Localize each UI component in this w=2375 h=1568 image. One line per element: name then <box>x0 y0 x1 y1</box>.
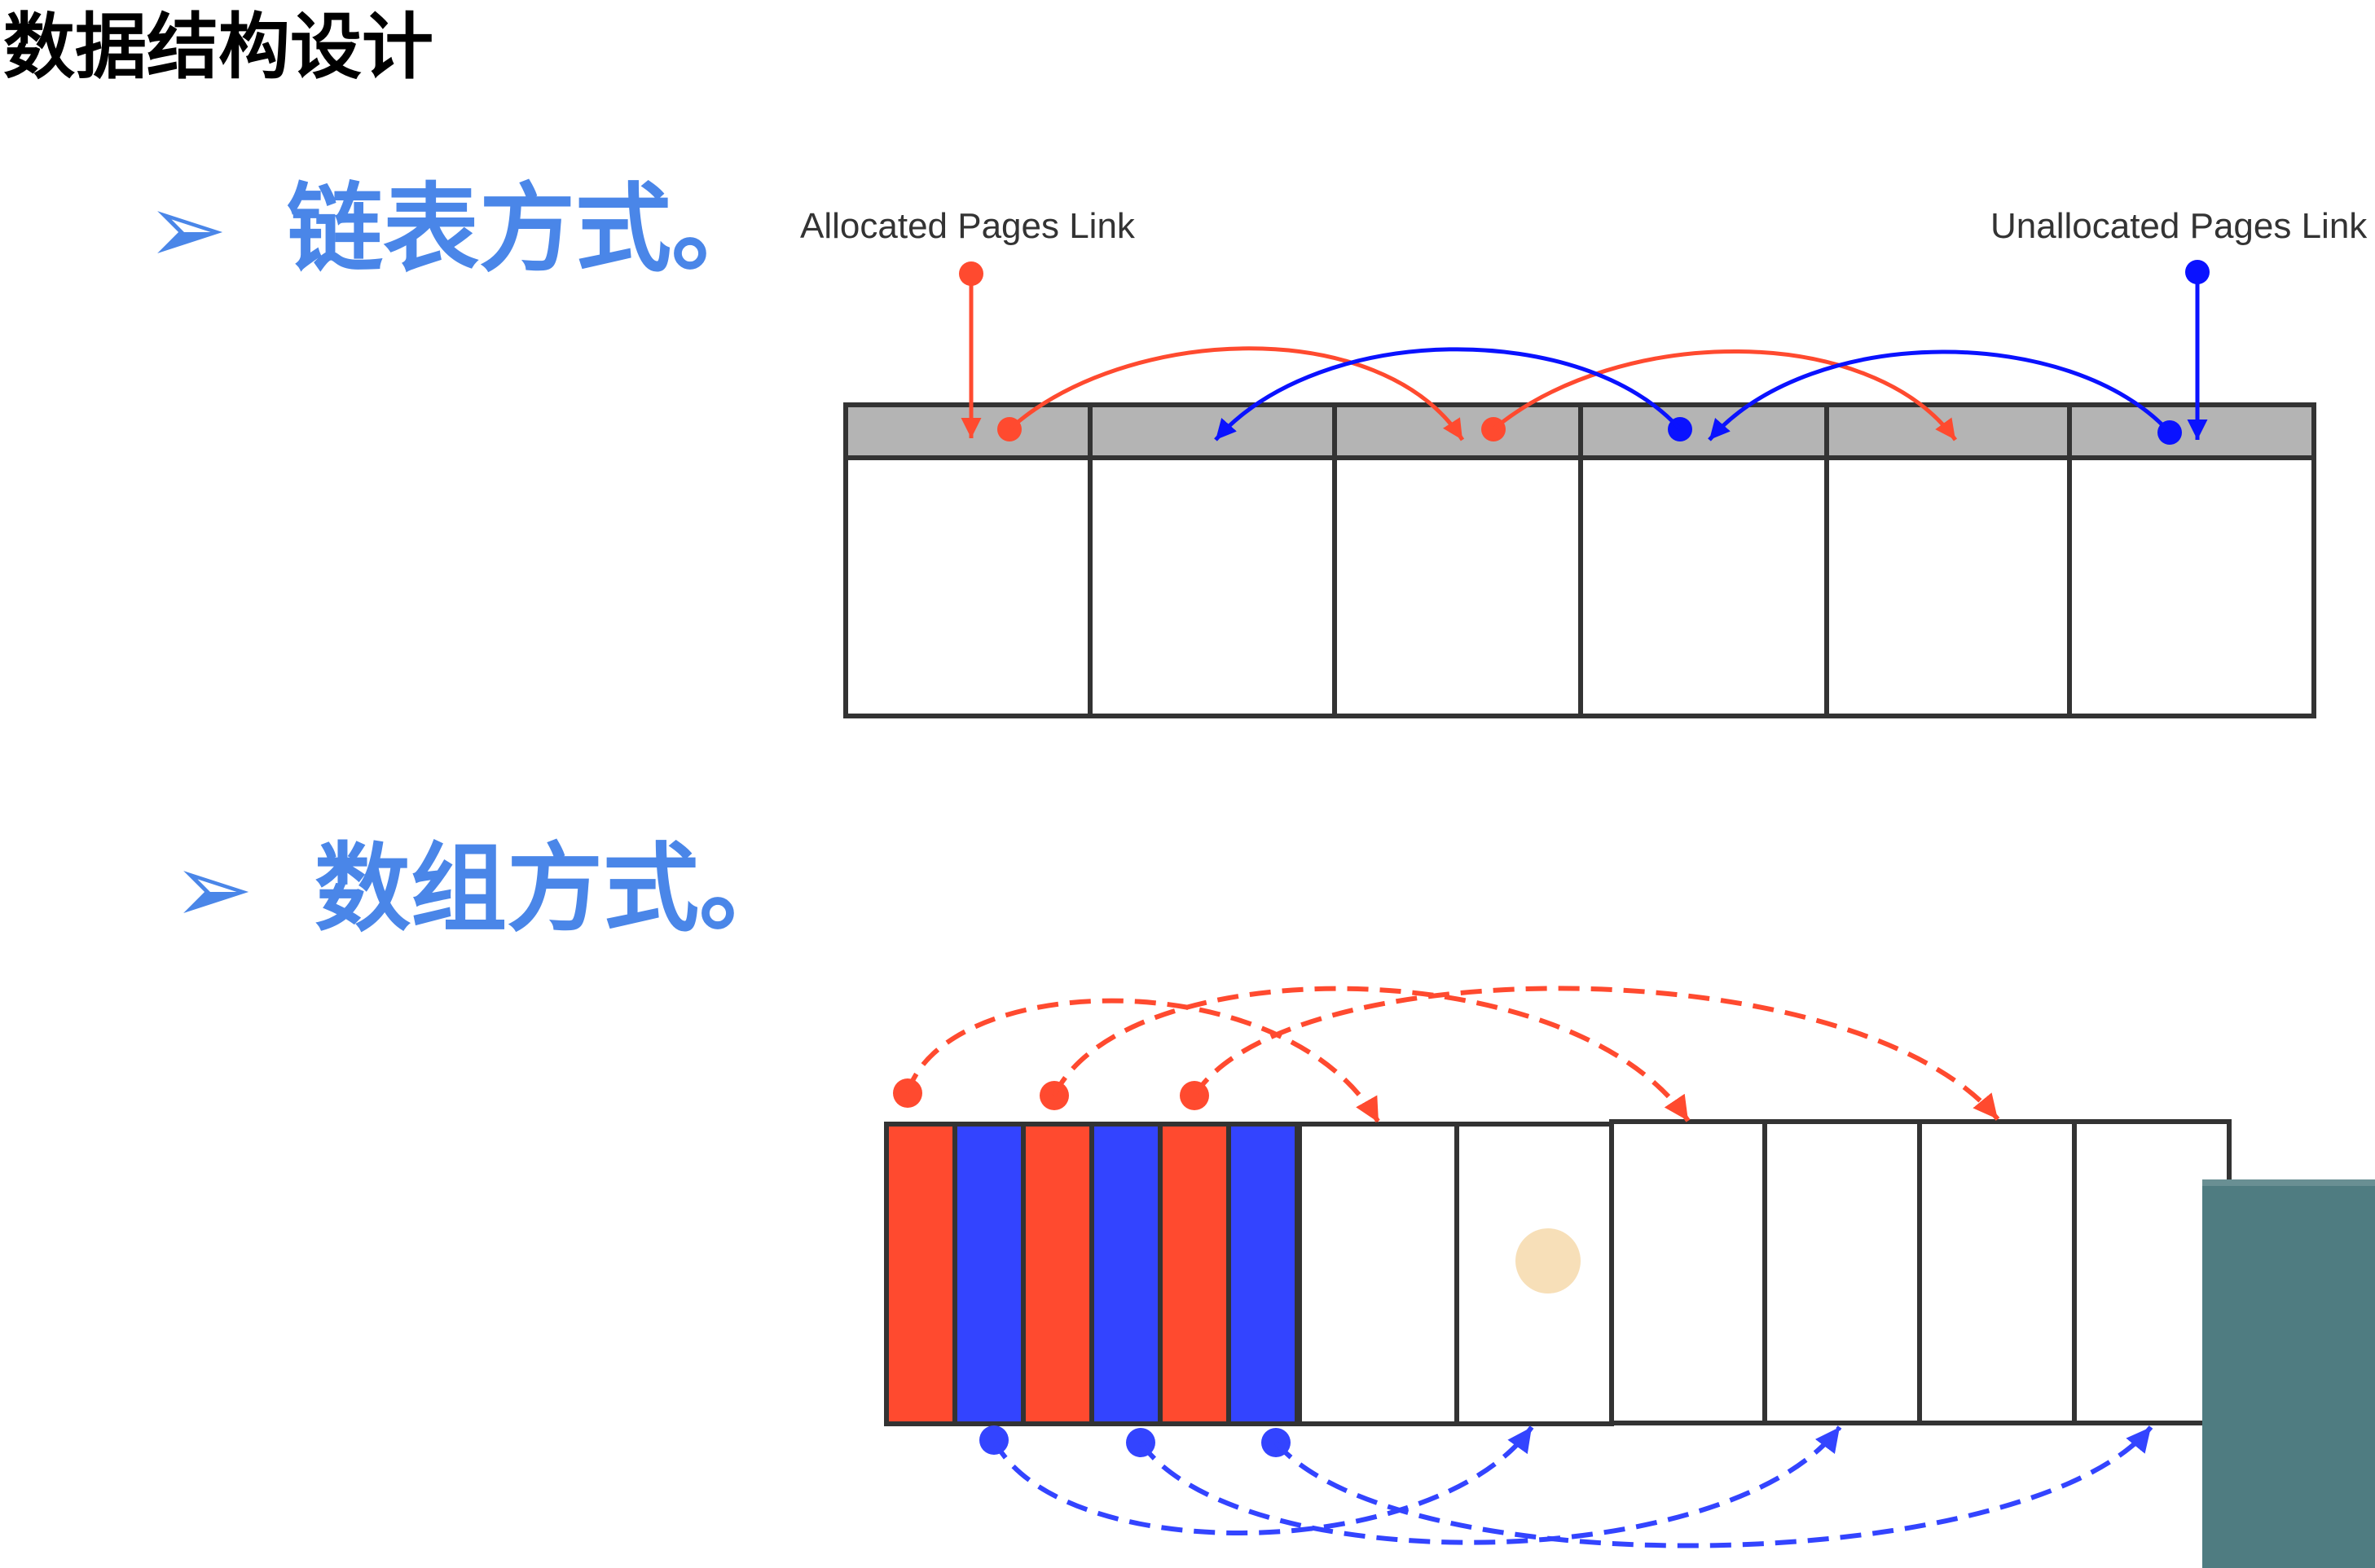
allocated-pages-link-label: Allocated Pages Link <box>800 206 1136 246</box>
unallocated-pointer-3-to-page-6 <box>1273 1425 2153 1548</box>
index-slot-allocated-2 <box>1021 1122 1094 1426</box>
section-bullet-array: ➢ <box>173 832 253 945</box>
unallocated-head-dot <box>2185 260 2210 284</box>
allocated-head-dot <box>959 261 983 286</box>
page-header-4 <box>1578 402 1829 460</box>
index-slot-unallocated-1 <box>952 1122 1026 1426</box>
allocated-chain <box>959 261 1958 441</box>
index-slot-unallocated-2 <box>1089 1122 1163 1426</box>
unallocated-chain <box>1214 260 2210 445</box>
allocated-pointer-2-to-page-3 <box>1052 986 1691 1122</box>
index-slot-allocated-3 <box>1158 1122 1231 1426</box>
array-page-1 <box>1297 1122 1459 1426</box>
page-row <box>843 402 2316 718</box>
array-page-5 <box>1917 1119 2077 1425</box>
array-page-3 <box>1609 1119 1767 1425</box>
page-cell-5 <box>1824 402 2072 718</box>
page-cell-3 <box>1332 402 1583 718</box>
index-slot-allocated-1 <box>884 1122 957 1426</box>
allocated-pointer-3-to-page-5 <box>1192 986 2000 1121</box>
page-header-1 <box>843 402 1093 460</box>
page-header-6 <box>2067 402 2316 460</box>
linked-list-diagram: Allocated Pages Link Unallocated Pages L… <box>800 206 2368 718</box>
allocated-pointer-1-to-page-1 <box>905 998 1381 1124</box>
page-title: 数据结构设计 <box>3 5 433 89</box>
section-heading-array: 数组方式。 <box>314 832 795 945</box>
webcam-overlay <box>2202 1179 2375 1568</box>
unallocated-link-page-6-to-4 <box>1708 349 2171 441</box>
allocated-link-page-3-to-5 <box>1492 349 1958 441</box>
allocated-pointers <box>893 986 2000 1124</box>
page-cell-2 <box>1088 402 1337 718</box>
index-slots <box>884 1122 1300 1426</box>
unallocated-pointers <box>979 1425 2153 1548</box>
page-cell-6 <box>2067 402 2316 718</box>
page-cell-1 <box>843 402 1093 718</box>
unallocated-pointer-1-to-page-2 <box>992 1425 1534 1535</box>
webcam-overlay-edge <box>2202 1179 2375 1186</box>
page-header-2 <box>1088 402 1337 460</box>
array-diagram <box>884 986 2232 1548</box>
array-pages <box>1297 1119 2232 1426</box>
array-page-4 <box>1762 1119 1922 1425</box>
section-heading-linked-list: 链表方式。 <box>287 173 767 285</box>
unallocated-pointer-2-to-page-4 <box>1138 1425 1842 1545</box>
page-cell-4 <box>1578 402 1829 718</box>
allocated-link-page-1-to-3 <box>1008 346 1465 441</box>
unallocated-link-page-4-to-2 <box>1214 347 1682 441</box>
index-slot-unallocated-3 <box>1226 1122 1300 1426</box>
pointer-indicator <box>1515 1228 1581 1293</box>
section-bullet-linked-list: ➢ <box>147 173 227 285</box>
unallocated-pages-link-label: Unallocated Pages Link <box>1990 206 2368 246</box>
